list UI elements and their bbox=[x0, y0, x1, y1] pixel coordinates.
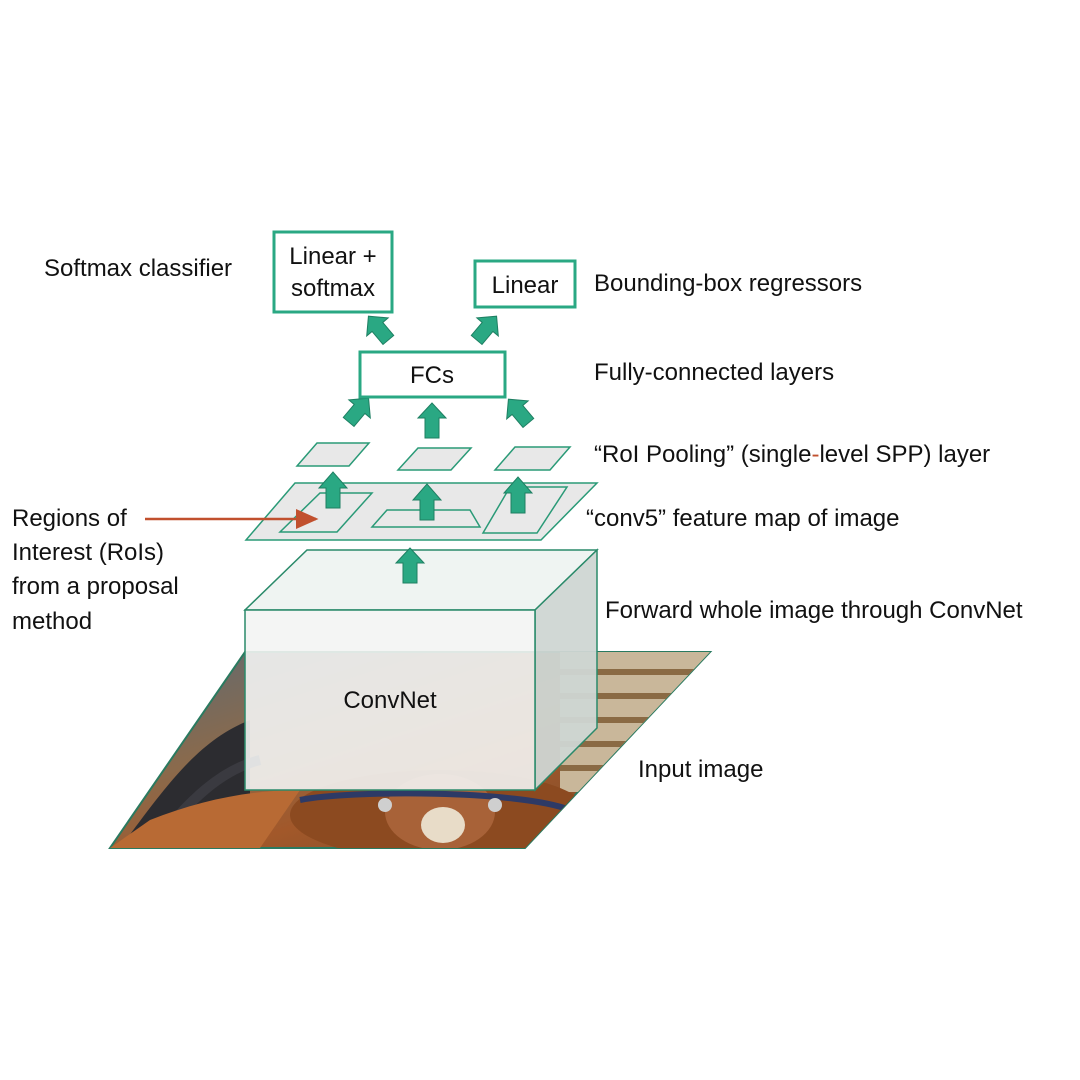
up-arrow-icon bbox=[342, 397, 371, 428]
up-arrow-icon bbox=[470, 315, 499, 346]
regions-line-4: method bbox=[12, 608, 92, 635]
regions-line-3: from a proposal bbox=[12, 573, 179, 600]
convnet-box: ConvNet bbox=[243, 548, 599, 792]
softmax-classifier-label: Softmax classifier bbox=[44, 255, 232, 282]
bbox-regressors-label: Bounding-box regressors bbox=[594, 270, 862, 297]
conv5-label: “conv5” feature map of image bbox=[586, 505, 900, 532]
roi-pooling-label: “RoI Pooling” (single-level SPP) layer bbox=[594, 441, 990, 468]
regions-of-interest-label: Regions of Interest (RoIs) from a propos… bbox=[12, 505, 179, 635]
up-arrow-icon bbox=[416, 402, 448, 439]
fcs-label: FCs bbox=[410, 362, 454, 389]
up-arrow-icon bbox=[394, 547, 426, 584]
up-arrow-icon bbox=[317, 471, 349, 509]
up-arrow-icon bbox=[411, 483, 443, 521]
fully-connected-label: Fully-connected layers bbox=[594, 359, 834, 386]
up-arrow-icon bbox=[502, 476, 534, 514]
up-arrow-icon bbox=[506, 398, 535, 429]
regions-line-1: Regions of bbox=[12, 505, 127, 532]
softmax-box-line2: softmax bbox=[291, 275, 375, 302]
regions-line-2: Interest (RoIs) bbox=[12, 539, 164, 566]
pooled-roi-left bbox=[295, 442, 371, 467]
input-image-label: Input image bbox=[638, 756, 763, 783]
fcs-box: FCs bbox=[358, 350, 507, 399]
pooled-roi-right bbox=[493, 446, 572, 471]
pooled-roi-center bbox=[396, 447, 473, 471]
linear-box: Linear bbox=[473, 259, 577, 309]
softmax-box: Linear + softmax bbox=[272, 230, 394, 314]
roi-pooling-layer bbox=[295, 442, 572, 471]
forward-label: Forward whole image through ConvNet bbox=[605, 597, 1023, 624]
up-arrow-icon bbox=[366, 315, 395, 346]
arrows bbox=[317, 315, 535, 584]
linear-label: Linear bbox=[492, 272, 559, 299]
softmax-box-line1: Linear + bbox=[289, 243, 376, 270]
convnet-label: ConvNet bbox=[343, 687, 437, 714]
